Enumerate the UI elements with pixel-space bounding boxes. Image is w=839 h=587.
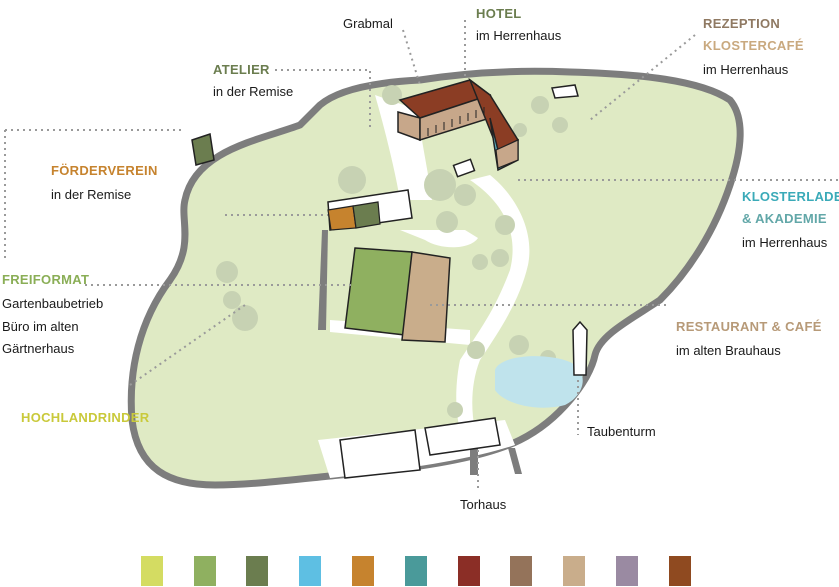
swatch-teal [405,556,427,586]
label-hotel-sub: im Herrenhaus [476,28,562,43]
label-torhaus: Torhaus [460,497,507,512]
label-grabmal: Grabmal [343,16,393,31]
label-atelier-title: ATELIER [213,62,270,77]
taubenturm-tower [572,320,588,376]
label-klostercafe-title: KLOSTERCAFÉ [703,38,804,53]
label-klosterladen-sub: im Herrenhaus [742,235,828,250]
swatch-brown [510,556,532,586]
label-freiformat-title: FREIFORMAT [2,272,90,287]
swatch-yellow-green [141,556,163,586]
label-hotel-title: HOTEL [476,6,522,21]
gaertnerhaus [401,251,451,343]
label-foerderverein-sub: in der Remise [51,187,132,202]
torhaus-road [470,440,522,475]
label-akademie-title: & AKADEMIE [742,211,827,226]
remise-building [327,189,413,231]
swatch-dark-orange [669,556,691,586]
leader-lines [4,20,839,490]
northeast-hut [551,84,579,99]
label-restaurant-sub: im alten Brauhaus [676,343,781,358]
trees [216,85,568,418]
label-hochlandrinder: HOCHLANDRINDER [21,410,150,425]
freiformat-field [344,247,413,336]
herrenhaus-building [397,77,520,172]
torhaus-buildings [339,417,501,479]
swatch-orange [352,556,374,586]
label-klosterladen-title: KLOSTERLADEN [742,189,839,204]
label-taubenturm: Taubenturm [587,424,656,439]
swatch-light-blue [299,556,321,586]
grabmal-marker [452,158,476,178]
main-path [456,175,530,430]
label-freiformat-sub2: Büro im alten [2,319,79,334]
northwest-pavilion [191,133,215,166]
west-path [318,230,328,330]
swatch-red [458,556,480,586]
swatch-green [194,556,216,586]
swatch-olive [246,556,268,586]
label-freiformat-sub1: Gartenbaubetrieb [2,296,104,311]
pond [495,356,583,408]
label-restaurant-title: RESTAURANT & CAFÉ [676,319,822,334]
label-freiformat-sub3: Gärtnerhaus [2,341,75,356]
label-rezeption-sub: im Herrenhaus [703,62,789,77]
label-foerderverein-title: FÖRDERVEREIN [51,163,158,178]
swatch-tan [563,556,585,586]
swatch-mauve [616,556,638,586]
label-atelier-sub: in der Remise [213,84,294,99]
label-rezeption-title: REZEPTION [703,16,781,31]
